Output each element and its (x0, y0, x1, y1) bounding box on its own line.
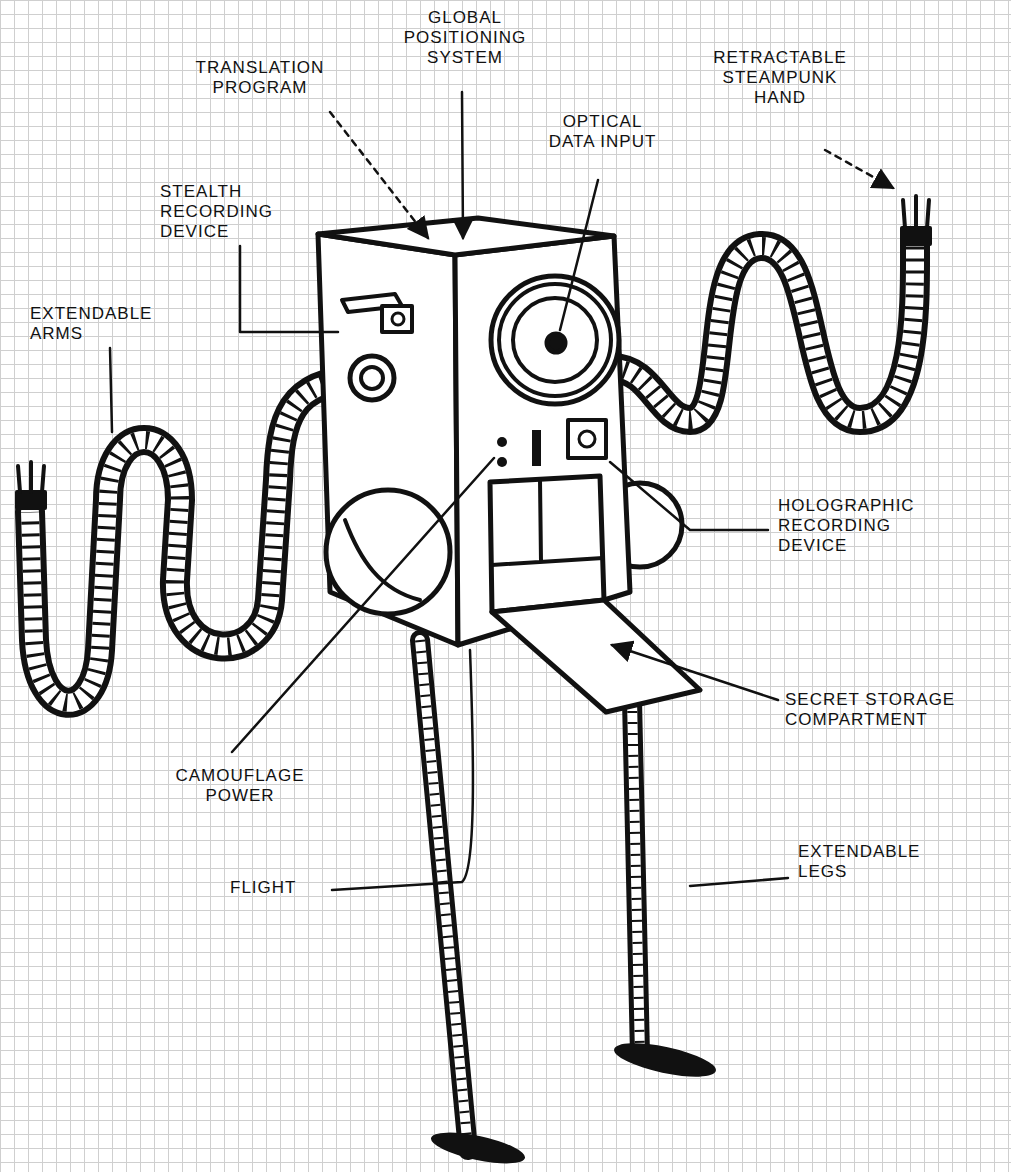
part-label: EXTENDABLE ARMS (30, 304, 180, 344)
part-label: TRANSLATION PROGRAM (175, 58, 345, 98)
part-label: HOLOGRAPHIC RECORDING DEVICE (778, 496, 943, 556)
side-disc (326, 490, 450, 614)
part-label: STEALTH RECORDING DEVICE (160, 182, 290, 242)
part-label: GLOBAL POSITIONING SYSTEM (385, 8, 545, 68)
leader-line (110, 92, 893, 890)
robot-body (318, 218, 700, 712)
part-label: FLIGHT (230, 878, 350, 898)
part-label: OPTICAL DATA INPUT (545, 112, 660, 152)
part-label: CAMOUFLAGE POWER (160, 766, 320, 806)
side-disc (345, 520, 420, 600)
robot-leg (420, 640, 719, 1170)
part-label: EXTENDABLE LEGS (798, 842, 948, 882)
part-label: SECRET STORAGE COMPARTMENT (785, 690, 960, 730)
part-label: RETRACTABLE STEAMPUNK HAND (700, 48, 860, 108)
